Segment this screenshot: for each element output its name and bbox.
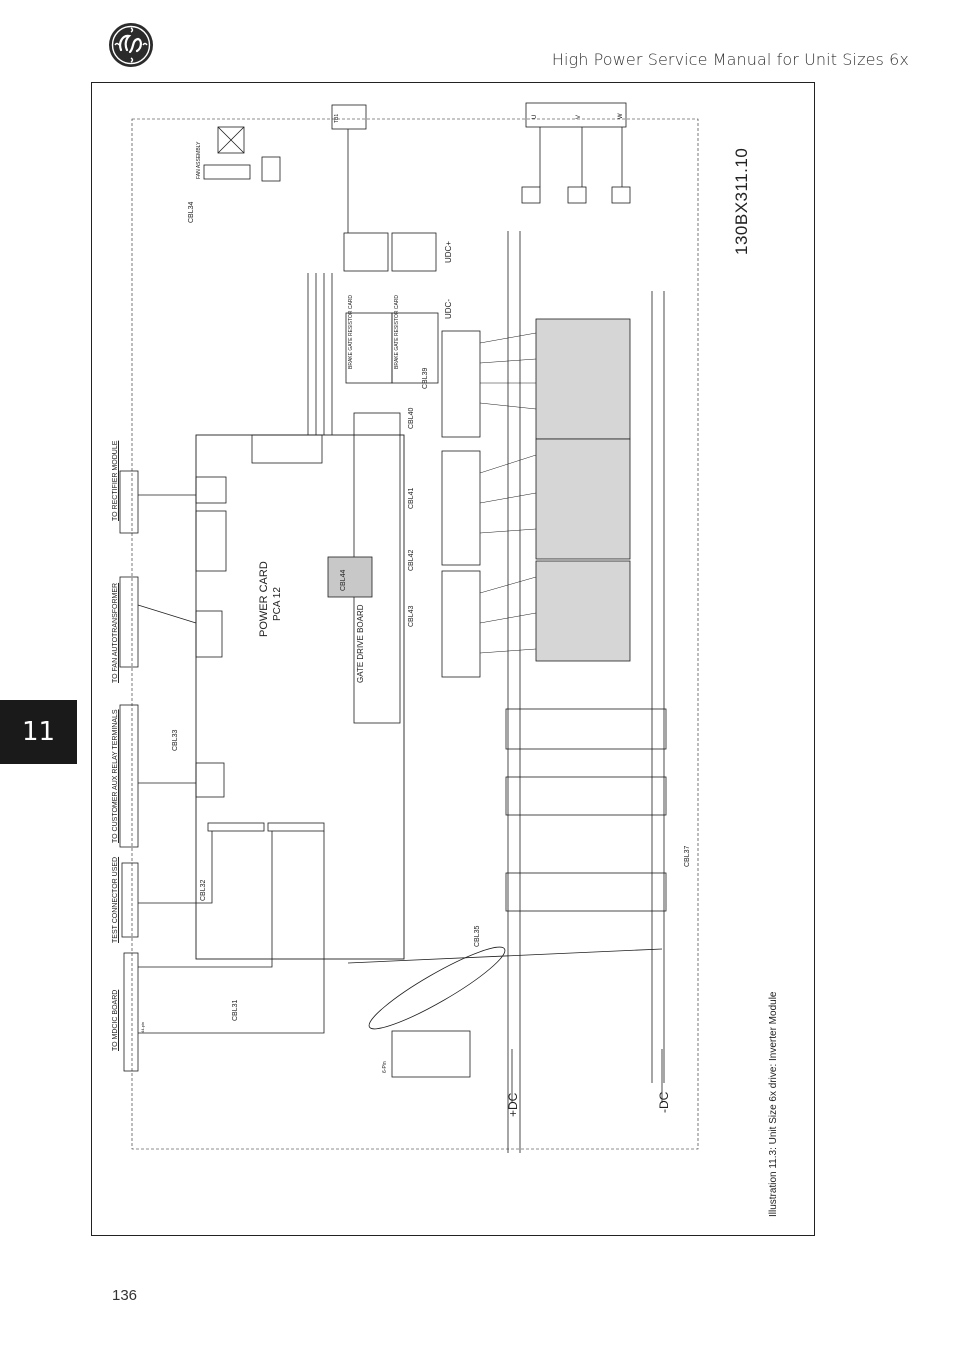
cable-cbl33: CBL33 [172,729,179,751]
label-fan-autotransformer: TO FAN AUTOTRANSFORMER [112,582,119,683]
output-w: W [618,113,624,119]
cable-cbl43: CBL43 [408,605,415,627]
label-minus-dc: -DC [657,1091,671,1113]
cable-cbl40: CBL40 [408,407,415,429]
label-power-card-ref: PCA 12 [272,587,283,621]
fan-assembly-label: FAN ASSEMBLY [196,141,202,179]
header-title: High Power Service Manual for Unit Sizes… [551,50,909,69]
pin-note: 6-Pin [382,1061,388,1073]
terminal-tb1: TB1 [334,113,340,123]
figure-frame [91,82,815,1236]
label-rectifier-module: TO RECTIFIER MODULE [112,440,119,521]
wiring-diagram: TO MDCIC BOARD TEST CONNECTOR USED TO CU… [92,83,814,1235]
cable-cbl32: CBL32 [200,879,207,901]
output-u: U [532,114,538,119]
cable-cbl35: CBL35 [474,925,481,947]
label-customer-aux: TO CUSTOMER AUX RELAY TERMINALS [112,709,119,843]
cable-cbl37: CBL37 [684,845,691,867]
wiring-schematic [119,102,699,1153]
chapter-tab: 11 [0,700,77,764]
cable-cbl44: CBL44 [340,569,347,591]
label-gate-drive-board: GATE DRIVE BOARD [356,604,365,683]
output-v: V [576,114,582,119]
connector-note: 44-pin [140,1021,145,1033]
drawing-id: 130BX311.10 [732,147,751,255]
cable-cbl39: CBL39 [422,367,429,389]
label-test-connector: TEST CONNECTOR USED [112,856,119,943]
ge-logo-icon [109,23,153,67]
brake-card-upper: BRAKE GATE RESISTOR CARD [348,295,354,369]
label-power-card: POWER CARD [258,561,270,637]
cable-cbl31: CBL31 [232,999,239,1021]
label-udc-plus: UDC+ [444,240,453,263]
figure-caption: Illustration 11.3: Unit Size 6x drive: I… [768,991,779,1217]
label-to-mdcic: TO MDCIC BOARD [112,989,119,1051]
cable-cbl41: CBL41 [408,487,415,509]
cable-cbl34: CBL34 [188,201,195,223]
cable-cbl42: CBL42 [408,549,415,571]
label-udc-minus: UDC- [444,299,453,319]
page-number: 136 [112,1287,138,1304]
label-plus-dc: +DC [506,1092,520,1117]
brake-card-lower: BRAKE GATE RESISTOR CARD [394,295,400,369]
